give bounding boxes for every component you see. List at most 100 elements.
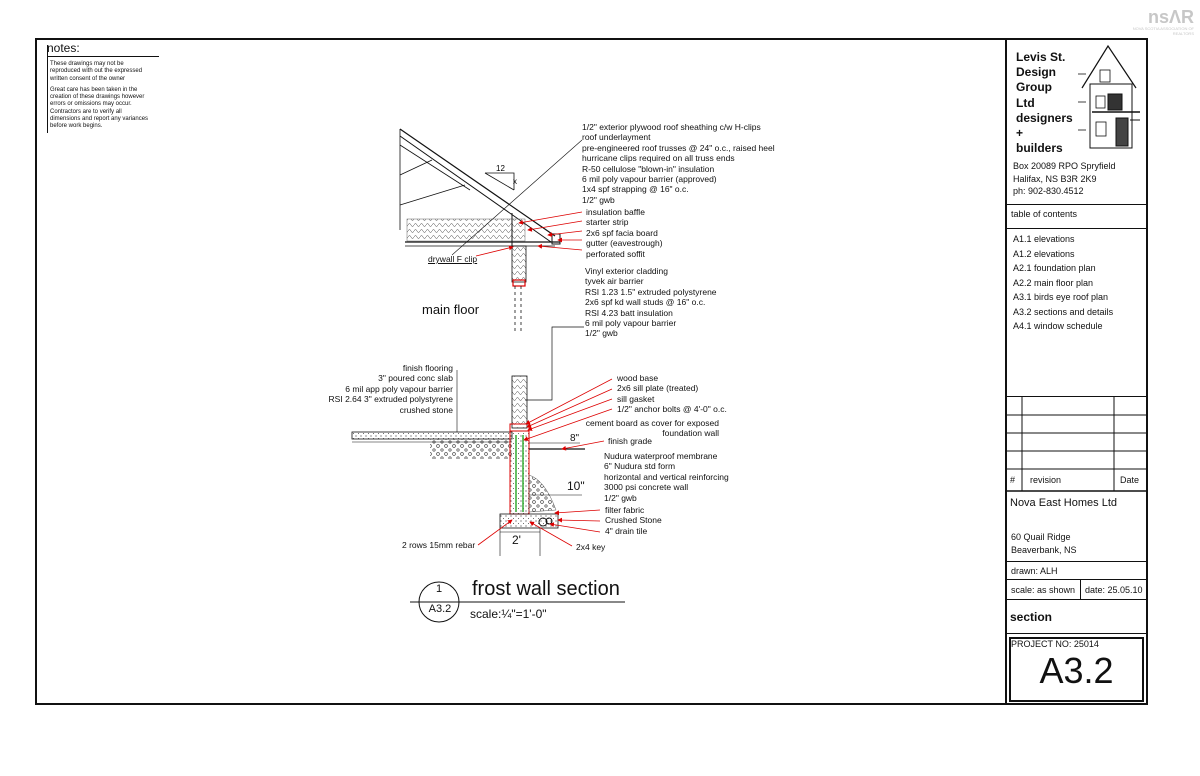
label: 1/2" gwb [604,492,637,503]
notes-line: creation of these drawings however [50,94,145,101]
lower-wall [509,375,530,432]
label: 3000 psi concrete wall [604,482,689,493]
dimension-8: 8" [570,433,580,444]
label: 6 mil app poly vapour barrier [345,383,453,394]
toc-item: A4.1 window schedule [1013,321,1103,331]
sheet-type: section [1010,610,1053,624]
label: 2x6 spf facia board [586,227,658,238]
toc-item: A2.1 foundation plan [1013,263,1096,273]
pitch-rise: 12 [496,164,505,173]
client-name: Nova East Homes Ltd [1010,497,1117,509]
company-line: + [1016,126,1024,141]
key-label: 2x4 key [576,542,606,552]
title-block [1005,38,1148,705]
detail-sheet-ref: A3.2 [428,603,452,615]
logo-mark: nsΛR [1147,7,1194,27]
project-number: PROJECT NO: 25014 [1011,639,1099,649]
foundation-wall [499,430,585,529]
toc-item: A3.1 birds eye roof plan [1013,292,1109,302]
divider [1006,228,1147,229]
finish-grade-label: finish grade [608,436,652,446]
cell-divider [1080,579,1081,599]
label: RSI 1.23 1.5" extruded polystyrene [585,286,717,297]
detail-scale: scale:¼"=1'-0" [470,607,547,621]
black-leaders [451,139,583,432]
divider [1006,599,1147,600]
dimensions [499,442,582,556]
date-cell: date: 25.05.10 [1085,585,1143,595]
label: 4" drain tile [605,525,648,536]
notes-line: written consent of the owner [50,75,126,82]
label: gutter (eavestrough) [586,238,663,249]
footing-labels: filter fabric Crushed Stone 4" drain til… [605,505,662,536]
address-line: Halifax, NS B3R 2K9 [1013,173,1097,184]
client-address-line: 60 Quail Ridge [1011,532,1071,542]
label: sill gasket [617,393,655,404]
label: foundation wall [662,428,719,439]
revision-date-header: Date [1120,475,1140,485]
slab-labels: finish flooring 3" poured conc slab 6 mi… [320,363,453,415]
pitch-run: x [513,177,517,186]
roof-assembly [399,128,561,247]
label: cement board as cover for exposed [585,418,719,428]
leader-arrows [475,211,613,547]
label: Nudura waterproof membrane [604,451,718,461]
address-line: Box 20089 RPO Spryfield [1013,161,1116,171]
detail-bubble [410,581,625,623]
label: tyvek air barrier [585,276,644,287]
toc-item: A2.2 main floor plan [1013,277,1094,288]
notes-line: before work begins. [50,123,103,130]
nsar-logo: nsΛR NOVA SCOTIA ASSOCIATION OF REALTORS [1132,8,1194,36]
notes-line: dimensions and report any variances [50,116,149,123]
scale-cell: scale: as shown [1011,585,1076,595]
cement-board-label: cement board as cover for exposed founda… [585,418,719,439]
roof-labels: 1/2" exterior plywood roof sheathing c/w… [582,122,775,205]
main-floor-label: main floor [422,302,480,317]
revision-number-header: # [1010,475,1016,485]
drywall-clip-label: drywall F clip [428,254,478,264]
client-address: 60 Quail Ridge Beaverbank, NS [1011,531,1077,556]
dimension-10: 10" [567,479,585,493]
company-line: Group [1016,80,1052,95]
wall-labels: Vinyl exterior cladding tyvek air barrie… [585,266,717,339]
company-line: Levis St. [1016,50,1066,64]
drawing-frame [35,38,1148,705]
house-illustration [1078,44,1140,149]
label: RSI 4.23 batt insulation [585,307,673,318]
toc-item: A1.2 elevations [1013,248,1075,259]
notes-line: errors or omissions may occur. [50,101,132,108]
logo-subtitle: NOVA SCOTIA ASSOCIATION OF REALTORS [1132,26,1194,36]
label: RSI 2.64 3" extruded polystyrene [328,394,453,405]
nudura-labels: Nudura waterproof membrane 6" Nudura std… [604,451,729,503]
sill-labels: wood base 2x6 sill plate (treated) sill … [617,373,727,415]
divider [1006,204,1147,205]
client-address-line: Beaverbank, NS [1011,544,1077,555]
notes-rule [47,45,48,133]
pitch-symbol [484,172,515,191]
label: starter strip [586,217,629,228]
upper-wall [511,213,527,334]
label: finish flooring [402,363,453,373]
notes-line: These drawings may not be [50,61,124,67]
divider [1006,561,1147,562]
label: crushed stone [399,404,453,415]
revision-table [1006,396,1148,492]
label: 1/2" exterior plywood roof sheathing c/w… [582,122,761,132]
notes-line: Contractors are to verify all [50,108,122,115]
label: Vinyl exterior cladding [585,266,668,276]
notes-paragraph-1: These drawings may not be reproduced wit… [47,61,159,83]
label: 1/2" gwb [582,194,615,205]
divider [1006,579,1147,580]
notes-line: Great care has been taken in the [50,86,138,93]
company-line: Design [1016,65,1057,80]
notes-title: notes: [47,41,159,57]
label: 6" Nudura std form [604,461,676,472]
detail-number: 1 [435,583,443,595]
label: horizontal and vertical reinforcing [604,471,729,482]
notes-paragraph-2: Great care has been taken in the creatio… [47,87,159,131]
eave-labels: insulation baffle starter strip 2x6 spf … [586,207,663,259]
company-line: Ltd [1016,95,1035,110]
label: 1x4 spf strapping @ 16" o.c. [582,184,689,195]
notes-block: notes: These drawings may not be reprodu… [47,41,159,133]
address-line: ph: 902-830.4512 [1013,186,1084,196]
